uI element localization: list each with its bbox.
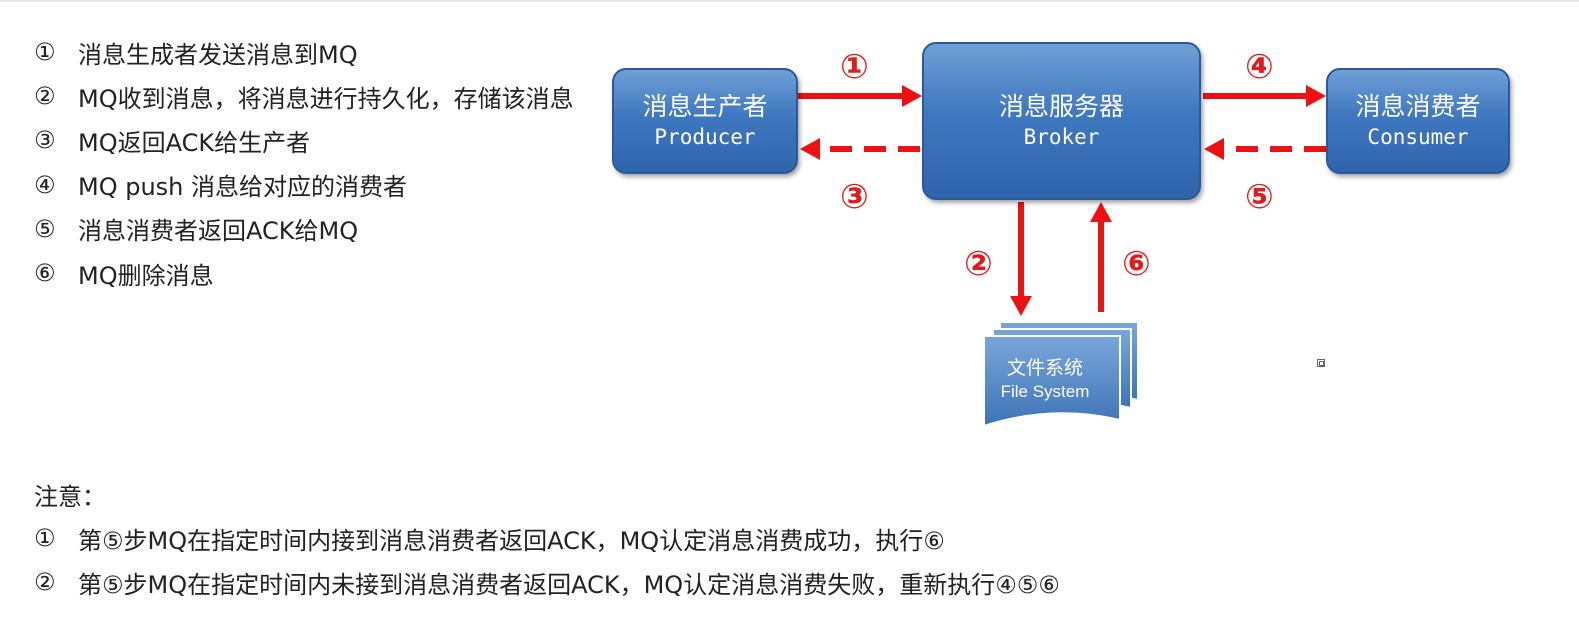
step-number: ⑥ — [34, 259, 56, 288]
step-item: ① 消息生成者发送消息到MQ — [34, 30, 574, 74]
broker-en-label: Broker — [1023, 125, 1100, 149]
step-text: MQ push 消息给对应的消费者 — [78, 173, 408, 202]
arrow-4-push — [1203, 85, 1326, 107]
filesystem-label: 文件系统 File System — [984, 356, 1106, 404]
step-item: ④ MQ push 消息给对应的消费者 — [34, 163, 574, 207]
broker-cn-label: 消息服务器 — [998, 92, 1124, 121]
filesystem-cn-label: 文件系统 — [1006, 357, 1083, 379]
embedded-object-icon — [1317, 359, 1325, 367]
steps-list: ① 消息生成者发送消息到MQ ② MQ收到消息，将消息进行持久化，存储该消息 ③ MQ… — [34, 30, 574, 295]
notes-section: 注意： ① 第⑤步MQ在指定时间内接到消息消费者返回ACK，MQ认定消息消费成功，… — [34, 472, 1060, 604]
filesystem-en-label: File System — [1000, 382, 1090, 401]
broker-node: 消息服务器 Broker — [922, 42, 1201, 200]
step-text: MQ返回ACK给生产者 — [78, 128, 311, 157]
step-item: ⑤ 消息消费者返回ACK给MQ — [34, 207, 574, 251]
arrow-label-5: ⑤ — [1245, 177, 1274, 217]
consumer-en-label: Consumer — [1367, 125, 1469, 149]
notes-title: 注意： — [34, 482, 106, 511]
consumer-node: 消息消费者 Consumer — [1326, 68, 1510, 174]
note-text: 第⑤步MQ在指定时间内未接到消息消费者返回ACK，MQ认定消息消费失败，重新执行… — [78, 570, 1060, 599]
step-text: 消息生成者发送消息到MQ — [78, 40, 358, 69]
step-text: 消息消费者返回ACK给MQ — [78, 217, 359, 246]
arrow-label-3: ③ — [840, 177, 869, 217]
step-item: ⑥ MQ删除消息 — [34, 251, 574, 295]
arrow-label-1: ① — [840, 47, 869, 87]
note-number: ① — [34, 524, 56, 552]
arrow-2-persist — [1010, 202, 1032, 316]
arrow-5-ack-to-broker — [1204, 138, 1326, 160]
step-number: ③ — [34, 126, 56, 155]
step-text: MQ收到消息，将消息进行持久化，存储该消息 — [78, 84, 574, 113]
step-item: ③ MQ返回ACK给生产者 — [34, 118, 574, 162]
arrow-label-6: ⑥ — [1122, 244, 1151, 284]
producer-en-label: Producer — [654, 125, 756, 149]
note-text: 第⑤步MQ在指定时间内接到消息消费者返回ACK，MQ认定消息消费成功，执行⑥ — [78, 526, 945, 555]
file-system-icon — [983, 321, 1139, 428]
step-number: ① — [34, 38, 56, 67]
producer-cn-label: 消息生产者 — [642, 92, 768, 121]
arrow-label-2: ② — [964, 244, 993, 284]
producer-node: 消息生产者 Producer — [612, 68, 798, 174]
step-text: MQ删除消息 — [78, 261, 214, 290]
top-divider — [0, 0, 1579, 2]
note-item: ② 第⑤步MQ在指定时间内未接到消息消费者返回ACK，MQ认定消息消费失败，重新执… — [34, 560, 1060, 604]
arrow-1-produce — [798, 85, 922, 107]
consumer-cn-label: 消息消费者 — [1355, 92, 1481, 121]
step-item: ② MQ收到消息，将消息进行持久化，存储该消息 — [34, 74, 574, 118]
arrow-3-ack-to-producer — [800, 138, 920, 160]
step-number: ⑤ — [34, 214, 56, 243]
arrow-label-4: ④ — [1245, 47, 1274, 87]
note-number: ② — [34, 568, 56, 596]
note-item: ① 第⑤步MQ在指定时间内接到消息消费者返回ACK，MQ认定消息消费成功，执行⑥ — [34, 516, 1060, 560]
arrow-6-delete — [1090, 202, 1112, 312]
step-number: ④ — [34, 170, 56, 199]
step-number: ② — [34, 82, 56, 111]
